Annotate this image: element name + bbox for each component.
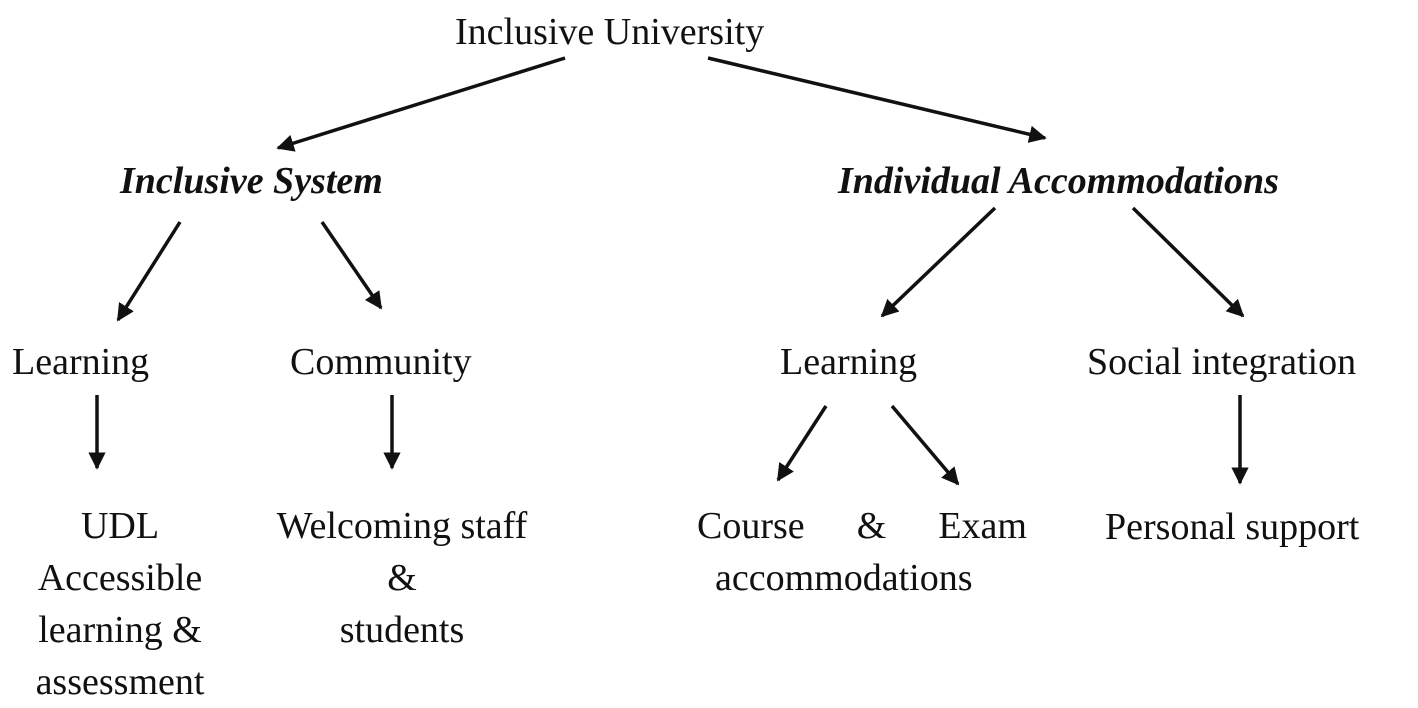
arrow-learning2-to-exam [890, 404, 960, 486]
exam-word: Exam [938, 505, 1027, 547]
course-exam-detail: Course & Exam accommodations [697, 500, 1027, 604]
social-integration-node: Social integration [1087, 341, 1357, 383]
course-exam-line-1: Course & Exam [697, 500, 1027, 552]
udl-detail: UDL Accessible learning & assessment [20, 500, 220, 708]
inclusive-system-node: Inclusive System [120, 160, 383, 202]
accommodations-line: accommodations [715, 557, 973, 599]
welcoming-line-2: & [387, 557, 417, 599]
arrow-root-to-system [276, 56, 566, 152]
arrow-root-to-individual [707, 56, 1047, 143]
individual-learning-node: Learning [780, 341, 918, 383]
arrow-system-to-learning [116, 221, 182, 322]
arrow-individual-to-social [1131, 206, 1245, 318]
welcoming-detail: Welcoming staff & students [252, 500, 552, 656]
personal-support-node: Personal support [1105, 506, 1360, 548]
arrow-learning2-to-course [776, 405, 828, 482]
system-learning-node: Learning [12, 341, 150, 383]
individual-accommodations-node: Individual Accommodations [838, 160, 1279, 202]
community-node: Community [290, 341, 472, 383]
welcoming-line-1: Welcoming staff [276, 505, 528, 547]
root-node: Inclusive University [455, 11, 765, 53]
course-word: Course [697, 505, 805, 547]
arrow-system-to-community [320, 221, 383, 310]
welcoming-line-3: students [339, 609, 465, 651]
udl-line-3: learning & [38, 609, 202, 651]
udl-line-2: Accessible [37, 557, 203, 599]
udl-line-1: UDL [80, 505, 160, 547]
arrow-individual-to-learning [880, 206, 997, 318]
ampersand-word: & [856, 505, 887, 547]
udl-line-4: assessment [35, 661, 205, 703]
